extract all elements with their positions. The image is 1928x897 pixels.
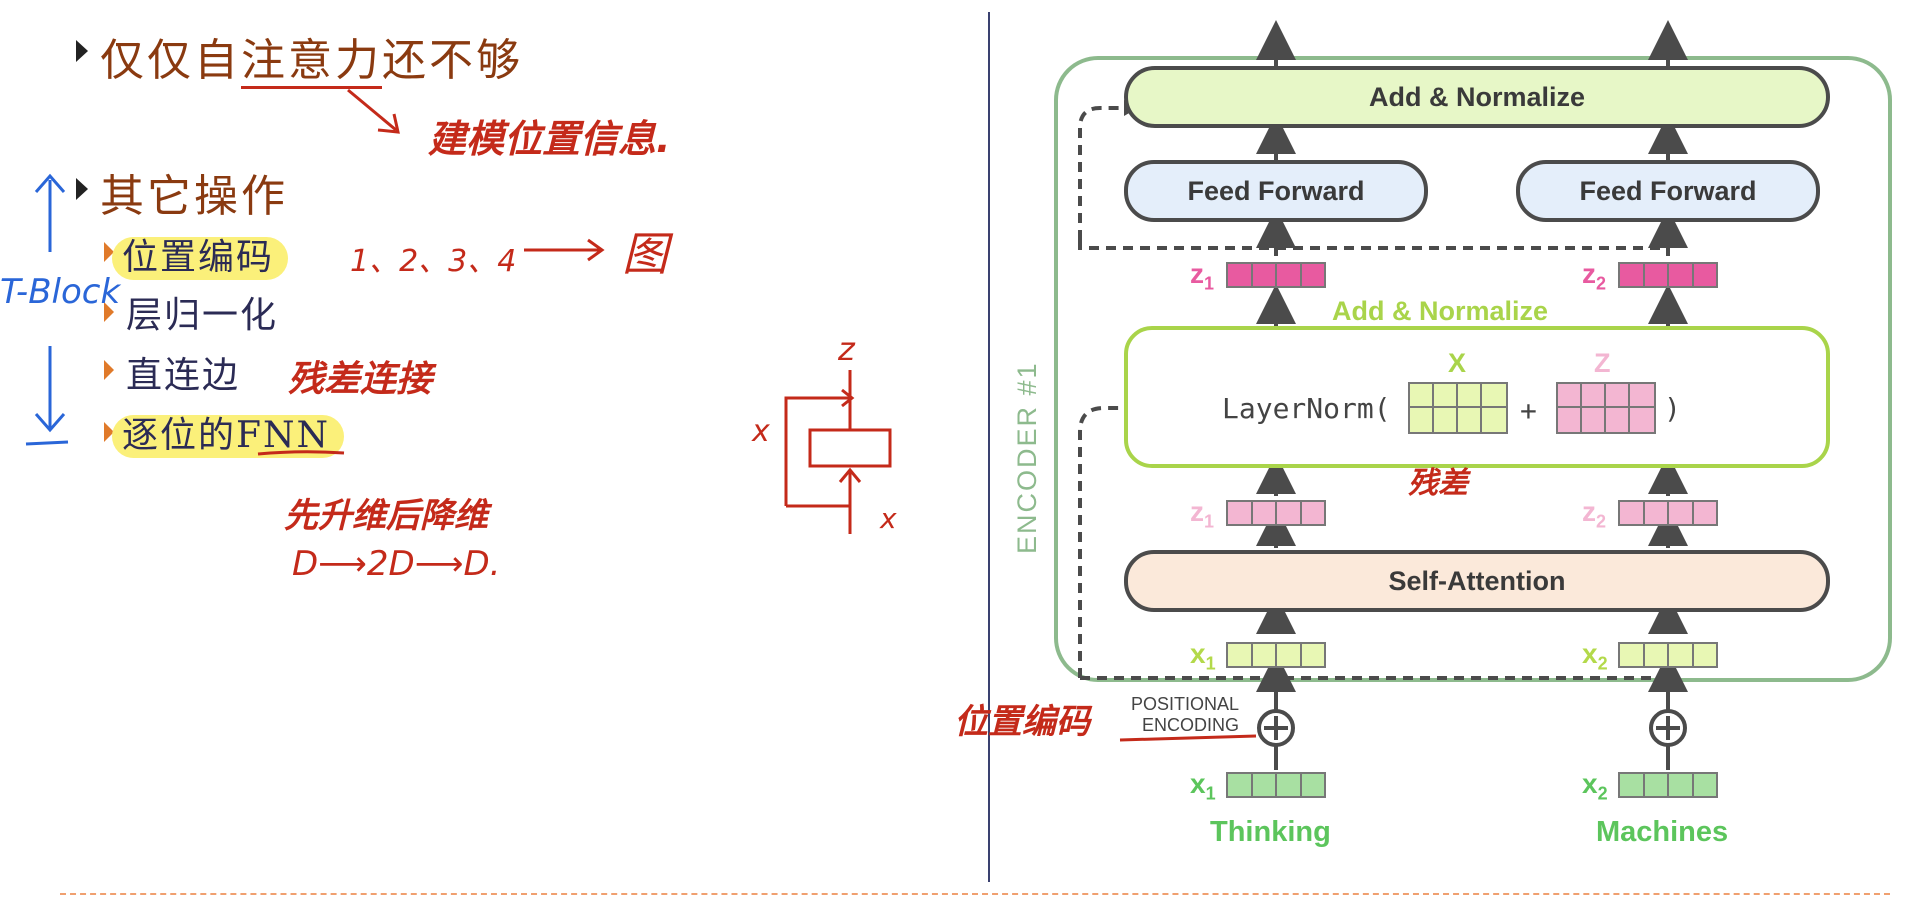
feed-forward-2: Feed Forward (1516, 160, 1820, 222)
sub-bullet-icon (104, 242, 114, 262)
z1-light-label: z1 (1190, 496, 1215, 532)
z1-vector (1226, 262, 1326, 288)
layernorm-text: LayerNorm( (1222, 392, 1391, 425)
column-divider (988, 12, 990, 882)
sub-item-3: 直连边 (126, 355, 241, 396)
fnn-underline (257, 450, 345, 456)
sub-item-1: 位置编码 (112, 228, 289, 280)
positional-encoding-label: POSITIONAL ENCODING (1130, 694, 1239, 736)
bottom-divider (60, 893, 1890, 895)
x1-embedding (1226, 772, 1326, 798)
bullet-triangle-icon (76, 40, 88, 62)
residual-sketch (784, 370, 892, 534)
annotation-residual-short: 残差 (1408, 466, 1468, 501)
annotation-arrow-target: 图 (622, 227, 668, 281)
annotation-residual: 残差连接 (288, 359, 433, 400)
x-matrix (1408, 382, 1508, 434)
annotation-position-info: 建模位置信息. (428, 117, 671, 161)
bullet-other: 其它操作 (100, 171, 288, 222)
x2-embedding (1618, 772, 1718, 798)
x2-label: x2 (1582, 638, 1608, 674)
x2-bottom-label: x2 (1582, 768, 1608, 804)
positional-line-2: ENCODING (1142, 715, 1240, 735)
bullet-main-prefix: 仅仅自 (100, 35, 241, 86)
close-paren: ) (1664, 392, 1681, 425)
bullet-main-underlined: 注意力 (241, 35, 382, 89)
z2-vector (1618, 262, 1718, 288)
z2-light-vector (1618, 500, 1718, 526)
z2-label: z2 (1582, 258, 1607, 294)
layernorm-box (1124, 326, 1830, 468)
annotation-fnn-note: 先升维后降维 (284, 496, 488, 536)
x2-light-vector (1618, 642, 1718, 668)
sketch-label-x-right: x (880, 502, 897, 535)
bullet-main: 仅仅自注意力还不够 (100, 24, 523, 89)
x1-light-vector (1226, 642, 1326, 668)
annotation-numbers: 1、2、3、4 (350, 244, 517, 279)
x-matrix-label: X (1448, 348, 1467, 378)
annotation-dims: D⟶2D⟶D. (292, 544, 501, 584)
annotation-pos-enc-hand: 位置编码 (954, 702, 1090, 742)
add-normalize-mid: Add & Normalize (1332, 296, 1549, 326)
sub-bullet-icon (104, 302, 114, 322)
z1-light-vector (1226, 500, 1326, 526)
sketch-label-x-left: x (752, 414, 770, 449)
z1-label: z1 (1190, 258, 1215, 294)
z-matrix (1556, 382, 1656, 434)
plus-sign: + (1520, 394, 1537, 427)
sub-bullet-icon (104, 360, 114, 380)
sub-bullet-icon (104, 422, 114, 442)
word-machines: Machines (1596, 816, 1729, 848)
t-block-arrows (25, 173, 69, 446)
annotation-long-arrow (524, 238, 605, 262)
feed-forward-1: Feed Forward (1124, 160, 1428, 222)
bullet-triangle-icon (76, 178, 88, 200)
x1-bottom-label: x1 (1190, 768, 1216, 804)
positional-line-1: POSITIONAL (1130, 694, 1240, 714)
sub-item-label: 位置编码 (112, 237, 289, 280)
annotation-arrow (347, 88, 400, 134)
self-attention: Self-Attention (1124, 550, 1830, 612)
sketch-label-z: z (838, 330, 855, 368)
bullet-main-suffix: 还不够 (382, 35, 523, 86)
z2-light-label: z2 (1582, 496, 1607, 532)
sub-item-2: 层归一化 (126, 295, 279, 336)
annotation-t-block: T-Block (0, 272, 121, 312)
z-matrix-label: Z (1594, 348, 1611, 378)
x1-label: x1 (1190, 638, 1216, 674)
add-normalize-top: Add & Normalize (1124, 66, 1830, 128)
word-thinking: Thinking (1210, 816, 1331, 848)
